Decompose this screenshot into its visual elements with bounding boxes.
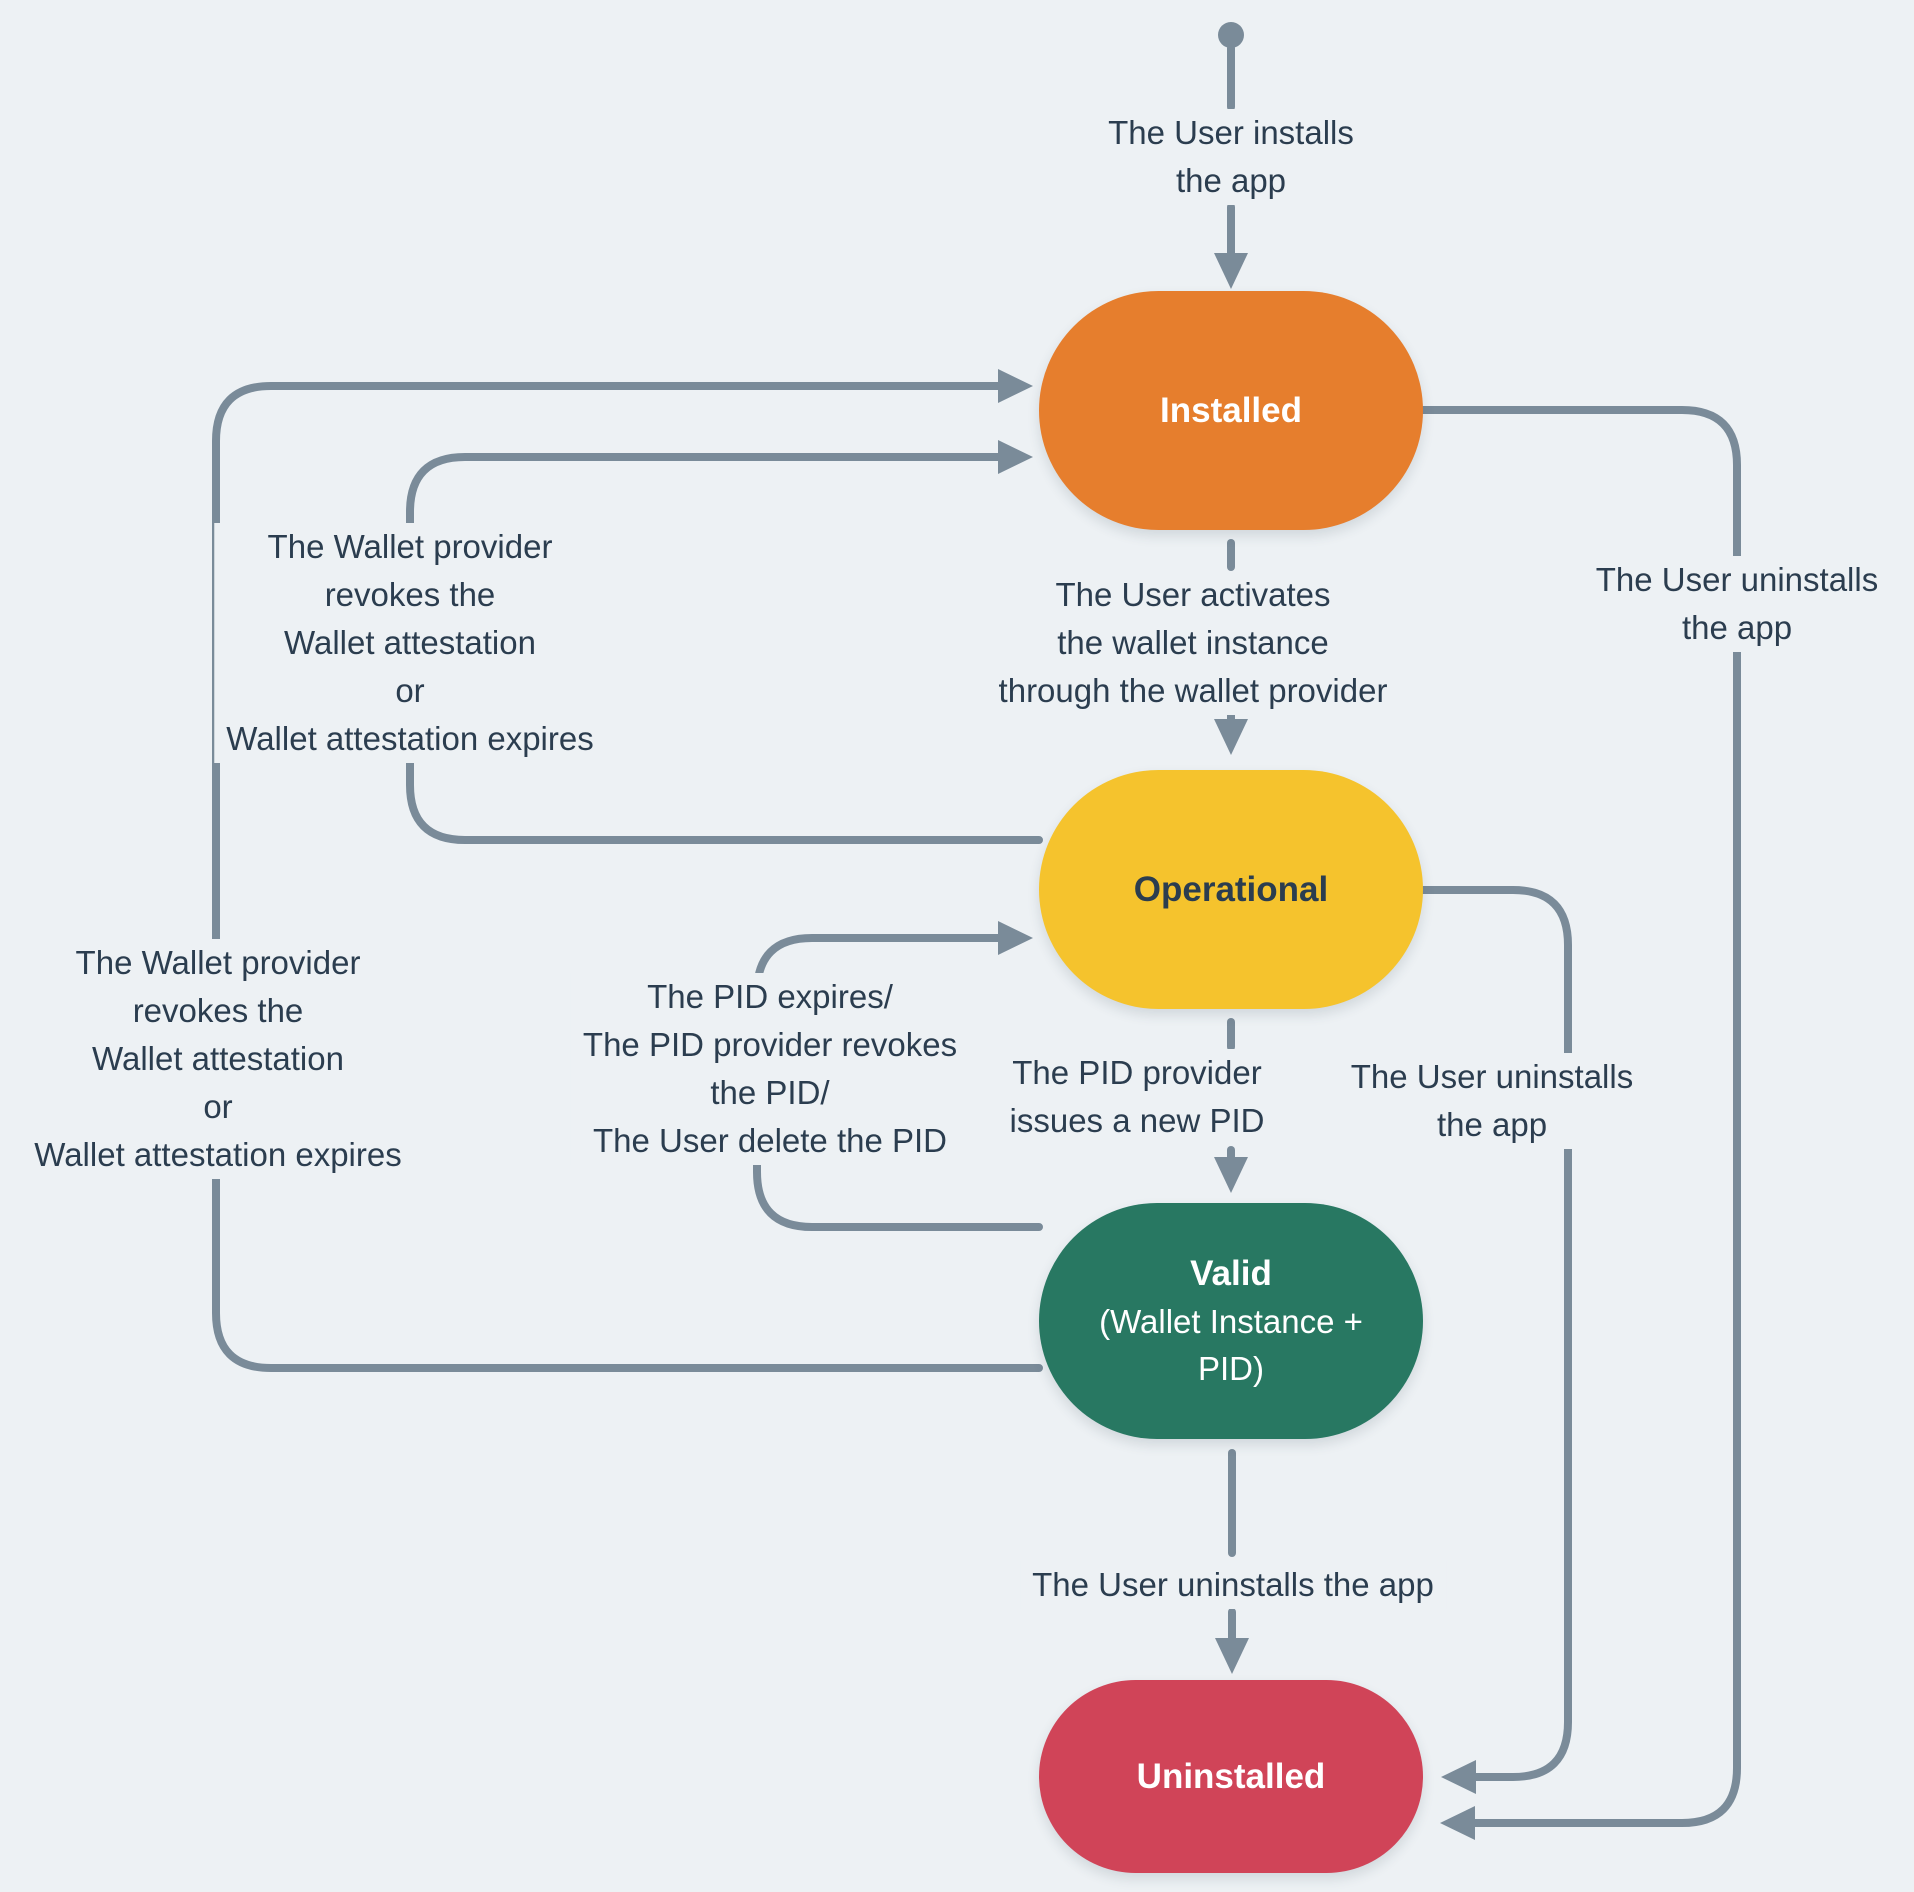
arrowhead-into-operational-top [1214,719,1248,755]
start-state-dot [1218,22,1244,48]
edge-label-user-activates: The User activates the wallet instance t… [986,571,1400,715]
edge-label-line: The Wallet provider [75,944,361,981]
edge-label-line: Wallet attestation expires [34,1136,402,1173]
edge-label-line: the wallet instance [1057,624,1329,661]
edge-label-line: The User installs [1108,114,1354,151]
edge-label-line: Wallet attestation expires [226,720,594,757]
edge-label-line: revokes the [132,992,304,1029]
arrowhead-into-valid-top [1214,1157,1248,1193]
edge-operational-to-uninstalled [1419,886,1572,1781]
edge-label-uninstalls-from-operational: The User uninstalls the app [1338,1053,1646,1149]
edge-label-line: The User delete the PID [592,1122,947,1159]
state-node-label: Operational [1133,869,1329,909]
state-node-label: Valid [1190,1254,1272,1293]
edge-label-line: Wallet attestation [284,624,536,661]
edge-label-line: revokes the [324,576,496,613]
edge-label-line: The User activates [1055,576,1331,613]
arrowhead-into-installed-top [1214,253,1248,289]
edge-label-wallet-revoked-inner: The Wallet provider revokes the Wallet a… [214,523,606,763]
edge-valid-to-installed-loop [212,382,1043,1372]
state-node-operational: Operational [1039,770,1423,1009]
arrowhead-into-uninstalled-top [1215,1638,1249,1674]
edge-label-line: or [395,672,425,709]
edge-label-line: The User uninstalls [1350,1058,1634,1095]
edge-label-line: the app [1681,609,1793,646]
arrowhead-into-uninstalled-right-upper [1441,1760,1476,1794]
edge-label-line: Wallet attestation [92,1040,344,1077]
edge-label-line: The PID expires/ [647,978,893,1015]
edge-label-line: The User uninstalls the app [1032,1566,1434,1603]
edge-label-line: The Wallet provider [267,528,553,565]
edge-label-uninstalls-from-installed: The User uninstalls the app [1583,556,1891,652]
edge-label-new-pid: The PID provider issues a new PID [997,1049,1277,1145]
state-node-sublabel: (Wallet Instance + [1099,1303,1363,1340]
edge-label-line: the app [1436,1106,1548,1143]
edge-installed-to-uninstalled [1419,406,1741,1827]
edge-label-line: The PID provider [1012,1054,1262,1091]
arrowhead-into-installed-left-inner [998,440,1033,474]
arrowhead-into-installed-left-outer [998,369,1033,403]
edge-label-line: through the wallet provider [998,672,1388,709]
state-node-label: Installed [1160,390,1302,430]
edge-label-line: or [203,1088,233,1125]
arrowhead-into-uninstalled-right-lower [1440,1806,1475,1840]
state-node-installed: Installed [1039,291,1423,530]
state-node-label: Uninstalled [1136,1756,1326,1796]
edge-label-line: issues a new PID [1009,1102,1265,1139]
edge-label-user-installs: The User installs the app [1096,109,1366,205]
edge-label-uninstalls-from-valid: The User uninstalls the app [1020,1561,1446,1609]
edge-label-line: the PID/ [710,1074,830,1111]
edge-label-line: the app [1175,162,1287,199]
state-node-valid: Valid (Wallet Instance + PID) [1039,1203,1423,1439]
arrowhead-into-operational-left [998,921,1033,955]
edge-label-wallet-revoked-outer: The Wallet provider revokes the Wallet a… [22,939,414,1179]
state-node-sublabel: PID) [1198,1350,1264,1387]
edge-label-line: The PID provider revokes [582,1026,958,1063]
state-node-uninstalled: Uninstalled [1039,1680,1423,1873]
edge-label-pid-expires: The PID expires/ The PID provider revoke… [570,973,970,1165]
edge-label-line: The User uninstalls [1595,561,1879,598]
